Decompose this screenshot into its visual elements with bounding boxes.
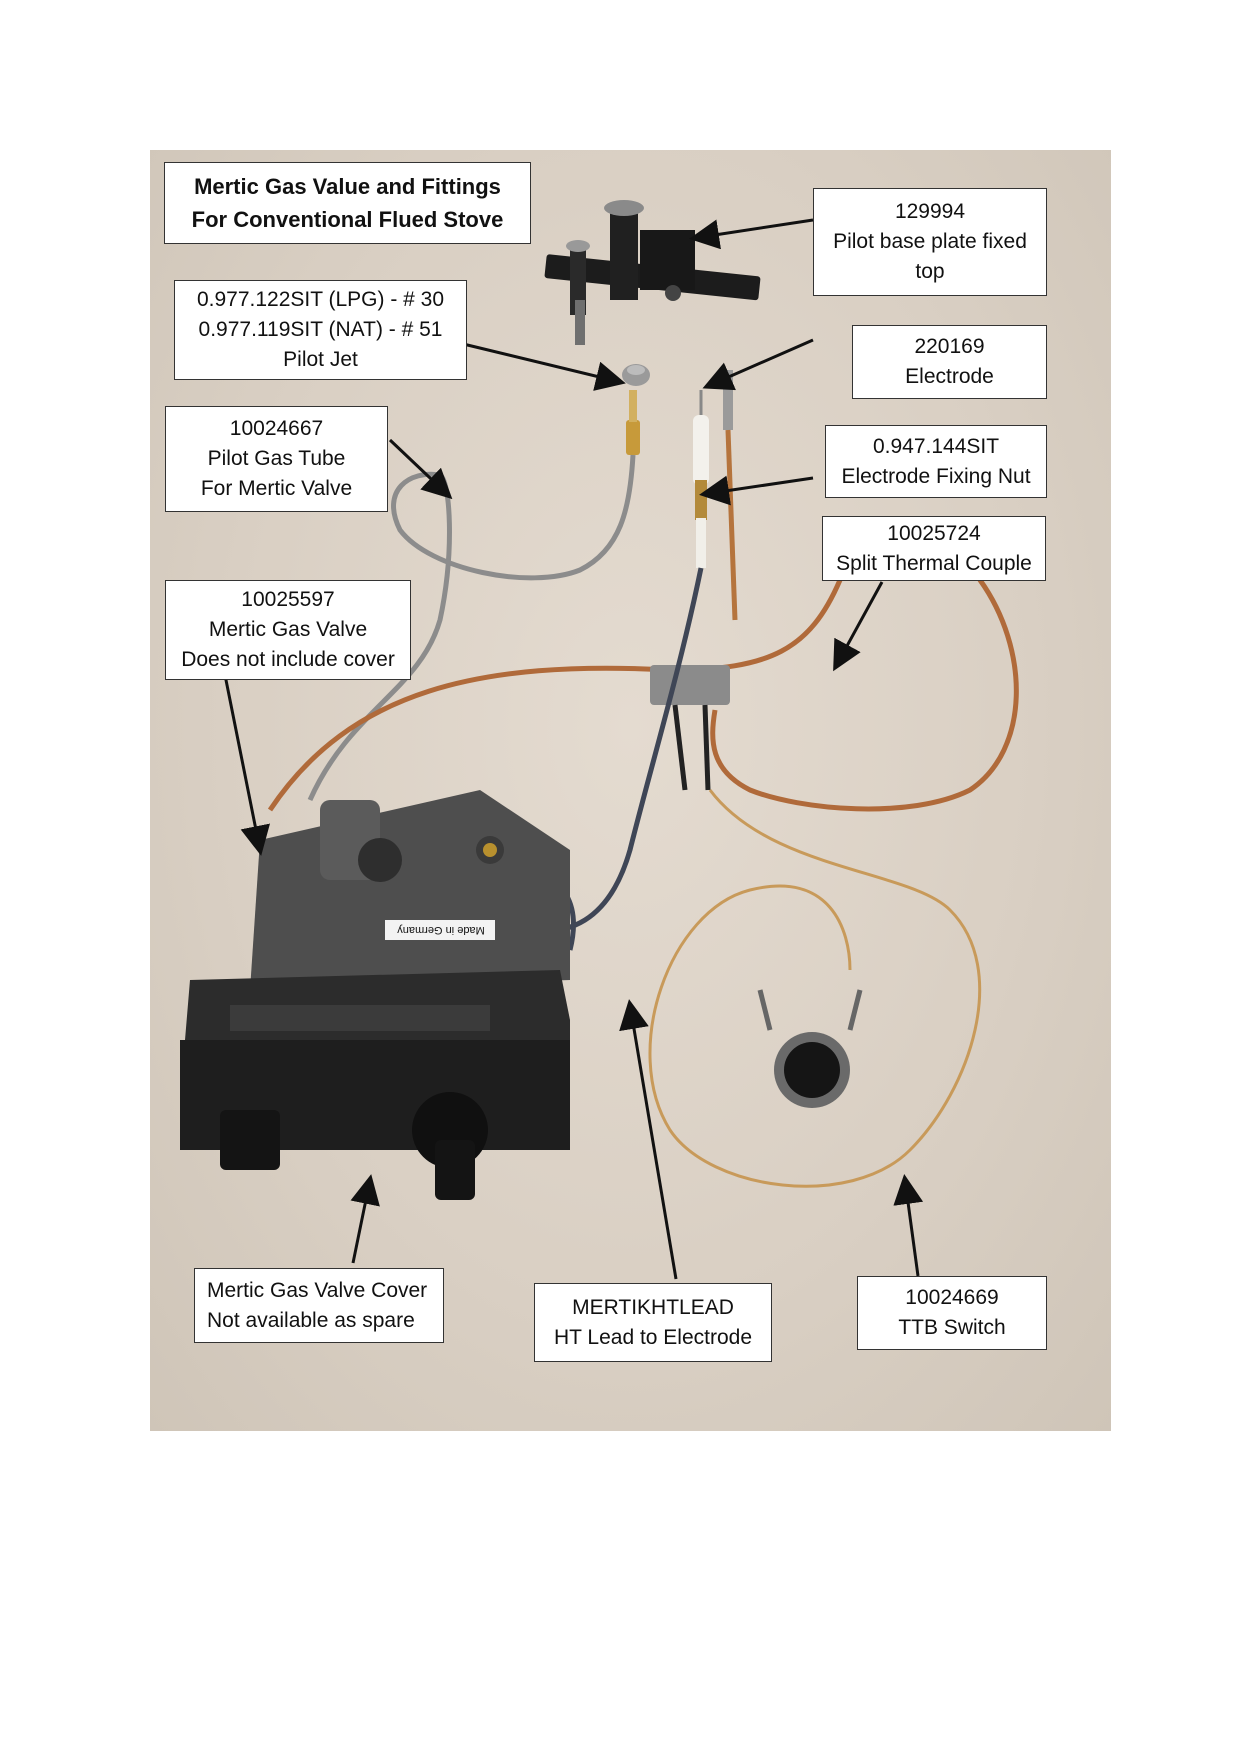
- label-text: Does not include cover: [181, 648, 395, 671]
- label-text: 10025597: [241, 588, 335, 611]
- label-pilot-jet: 0.977.122SIT (LPG) - # 30 0.977.119SIT (…: [174, 280, 467, 380]
- page-title: Mertic Gas Value and Fittings For Conven…: [164, 162, 531, 244]
- title-line-1: Mertic Gas Value and Fittings: [194, 174, 501, 199]
- label-text: Electrode: [905, 365, 994, 388]
- label-text: For Mertic Valve: [200, 477, 353, 500]
- split-junction-block: [650, 665, 730, 705]
- parts-illustration: [180, 200, 1019, 1280]
- label-text: 220169: [914, 335, 985, 358]
- pilot-base-plate: [544, 200, 761, 345]
- sticker-text: Made in Germany: [397, 924, 485, 936]
- label-ttb-switch: 10024669 TTB Switch: [857, 1276, 1047, 1350]
- label-text: Not available as spare: [207, 1308, 415, 1332]
- label-valve-cover: Mertic Gas Valve Cover Not available as …: [194, 1268, 444, 1343]
- arrow-fixing-nut: [699, 475, 814, 506]
- label-text: 0.947.144SIT: [872, 434, 1000, 458]
- label-text: Electrode Fixing Nut: [841, 464, 1031, 488]
- label-text: 10025724: [887, 521, 981, 545]
- label-pilot-gas-tube: 10024667 Pilot Gas Tube For Mertic Valve: [165, 406, 388, 512]
- label-text: Pilot Gas Tube: [207, 447, 346, 470]
- thermocouple-probe: [723, 370, 738, 621]
- label-text: Pilot Jet: [283, 348, 358, 371]
- arrow-ttb-switch: [893, 1174, 924, 1277]
- label-text: Pilot base plate fixed: [833, 230, 1027, 253]
- label-text: Mertic Gas Valve: [208, 618, 368, 641]
- label-electrode: 220169 Electrode: [852, 325, 1047, 399]
- label-text: Split Thermal Couple: [836, 551, 1032, 575]
- gas-valve-cover: [180, 970, 570, 1200]
- label-text: 129994: [894, 200, 966, 223]
- label-text: top: [915, 260, 945, 283]
- arrow-pilot-base: [689, 218, 814, 250]
- gas-valve-body: [250, 790, 570, 990]
- pointer-arrows: [223, 218, 924, 1280]
- label-text: 10024667: [229, 417, 324, 440]
- ttb-switch-wire: [648, 789, 982, 1188]
- arrow-ht-lead: [619, 999, 678, 1280]
- label-text: Mertic Gas Valve Cover: [207, 1278, 428, 1302]
- arrow-pilot-jet: [454, 340, 626, 391]
- pilot-jet: [622, 364, 650, 386]
- pilot-gas-tube: [307, 454, 636, 802]
- arrow-gas-valve: [223, 674, 271, 856]
- title-line-2: For Conventional Flued Stove: [191, 207, 504, 232]
- label-pilot-base: 129994 Pilot base plate fixed top: [813, 188, 1047, 296]
- ttb-switch: [757, 989, 863, 1108]
- label-text: 0.977.122SIT (LPG) - # 30: [196, 288, 445, 311]
- electrode: [693, 390, 709, 568]
- label-text: 0.977.119SIT (NAT) - # 51: [198, 318, 443, 341]
- label-gas-valve: 10025597 Mertic Gas Valve Does not inclu…: [165, 580, 411, 680]
- label-text: 10024669: [905, 1286, 999, 1309]
- label-ht-lead: MERTIKHTLEAD HT Lead to Electrode: [534, 1283, 772, 1362]
- pilot-tube-fitting: [626, 390, 640, 455]
- arrow-thermocouple: [833, 581, 884, 672]
- arrow-valve-cover: [350, 1174, 380, 1264]
- arrow-electrode: [702, 338, 814, 391]
- arrow-pilot-tube: [388, 438, 453, 500]
- label-thermocouple: 10025724 Split Thermal Couple: [822, 516, 1046, 581]
- label-fixing-nut: 0.947.144SIT Electrode Fixing Nut: [825, 425, 1047, 498]
- label-text: TTB Switch: [898, 1316, 1006, 1339]
- label-text: HT Lead to Electrode: [553, 1325, 753, 1349]
- made-in-germany-sticker: Made in Germany: [386, 920, 496, 940]
- label-text: MERTIKHTLEAD: [572, 1295, 734, 1319]
